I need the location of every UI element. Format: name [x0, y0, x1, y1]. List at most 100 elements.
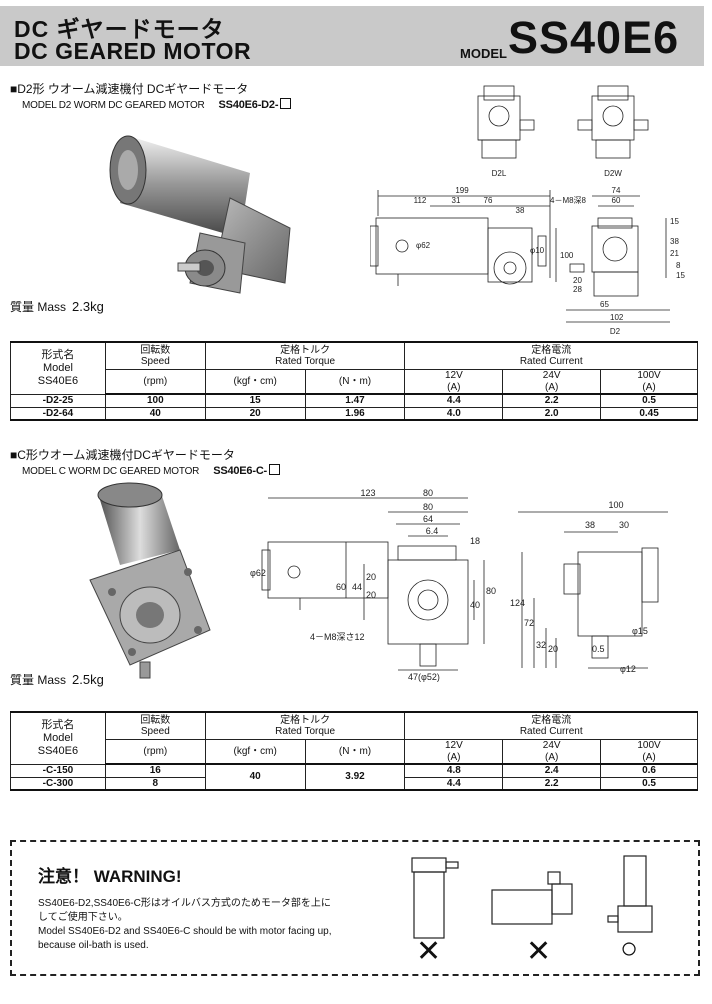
dim-123: 123: [360, 488, 375, 498]
dim-6-4: 6.4: [426, 526, 439, 536]
d2-motor-photo: [109, 135, 291, 294]
section1-mass: 質量 Mass 2.3kg: [10, 298, 104, 315]
dim-20b: 20: [366, 590, 376, 600]
dim-64: 64: [423, 514, 433, 524]
t2-unit-nm: (N・m): [304, 739, 406, 765]
d2-front-view: [566, 195, 670, 323]
t1-unit-24v: 24V(A): [502, 369, 602, 395]
dim-20a: 20: [366, 572, 376, 582]
t1-unit-12v: 12V(A): [404, 369, 504, 395]
dim-38: 38: [516, 206, 525, 215]
dim-15b: 15: [676, 271, 685, 280]
section2-subtitle-text: MODEL C WORM DC GEARED MOTOR: [22, 466, 200, 477]
placeholder-box-icon: [269, 464, 281, 475]
warning-jp-line1: SS40E6-D2,SS40E6-C形はオイルバス方式のためモータ部を上に: [38, 898, 331, 909]
dim-80c: 80: [486, 586, 496, 596]
t1-unit-nm: (N・m): [304, 369, 406, 395]
label-d2l: D2L: [492, 169, 507, 178]
dim-phi15: φ15: [632, 626, 648, 636]
section1-subtitle-text: MODEL D2 WORM DC GEARED MOTOR: [22, 100, 205, 111]
dim-124: 124: [510, 598, 525, 608]
warning-title: 注意！ WARNING!: [38, 867, 182, 886]
section1-model-code: SS40E6-D2-: [218, 99, 279, 111]
section2-model-code: SS40E6-C-: [213, 465, 268, 477]
c-side-view: [261, 497, 485, 671]
mass-value: 2.3kg: [72, 299, 104, 314]
dim-20c: 20: [548, 644, 558, 654]
dim-0-5: 0.5: [592, 644, 605, 654]
title-english: DC GEARED MOTOR: [14, 38, 252, 64]
warning-jp-line2: してご使用下さい。: [38, 912, 128, 923]
mass-label: 質量 Mass: [10, 300, 67, 314]
dim-18: 18: [470, 536, 480, 546]
t2-nm-shared: 3.92: [304, 763, 406, 791]
section1-title: ■D2形 ウオーム減速機付 DCギヤードモータ: [10, 82, 249, 96]
d2l-view: [477, 85, 535, 159]
t1-unit-100v: 100V(A): [600, 369, 698, 395]
c-dimension-drawing: 123 80 80 64 6.4 18 φ62 60 44 20 20 40 8…: [250, 488, 668, 682]
dim-80a: 80: [423, 488, 433, 498]
dim-47-phi52: 47(φ52): [408, 672, 440, 682]
dim-m8: 4－M8深8: [550, 196, 587, 205]
dim-112: 112: [414, 196, 427, 205]
motor-upright-icon: [607, 855, 653, 933]
label-d2w: D2W: [604, 169, 622, 178]
dim-44: 44: [352, 582, 362, 592]
dim-40: 40: [470, 600, 480, 610]
dim-30: 30: [619, 520, 629, 530]
cross-mark-icon: ✕: [526, 935, 552, 968]
dim-15: 15: [670, 217, 679, 226]
orientation-diagrams: [411, 855, 653, 939]
dim-phi62: φ62: [416, 241, 431, 250]
circle-ok-icon: ○: [620, 932, 639, 965]
dim-100: 100: [608, 500, 623, 510]
t1-unit-kgf: (kgf・cm): [204, 369, 306, 395]
section1-subtitle: MODEL D2 WORM DC GEARED MOTOR SS40E6-D2-: [22, 98, 292, 111]
dim-102: 102: [610, 313, 624, 322]
d2-side-view: [370, 190, 557, 286]
cross-mark-icon: ✕: [416, 935, 442, 968]
dim-60: 60: [612, 196, 621, 205]
dim-199: 199: [455, 186, 469, 195]
warning-en-line2: because oil-bath is used.: [38, 940, 149, 951]
c-motor-photo: [89, 482, 211, 679]
dim-72: 72: [524, 618, 534, 628]
label-d2: D2: [610, 327, 621, 336]
dim-28: 28: [573, 285, 582, 294]
dim-phi10: φ10: [530, 246, 545, 255]
d2-dimension-drawing: D2L D2W D2 199 112 31 76 38 74 60 4－M8深8…: [370, 85, 685, 336]
dim-65: 65: [600, 300, 609, 309]
t2-kgf-shared: 40: [204, 763, 306, 791]
c-front-view: [518, 511, 668, 669]
mass-value: 2.5kg: [72, 672, 104, 687]
dim-21: 21: [670, 249, 679, 258]
dim-38: 38: [585, 520, 595, 530]
t2-unit-rpm: (rpm): [104, 739, 206, 765]
dim-60: 60: [336, 582, 346, 592]
t2-unit-12v: 12V(A): [404, 739, 504, 765]
dim-8: 8: [676, 261, 681, 270]
dim-m8-12: 4－M8深さ12: [310, 632, 365, 642]
d2w-view: [577, 85, 649, 159]
placeholder-box-icon: [280, 98, 292, 109]
motor-sideways-icon: [411, 857, 459, 939]
dim-32: 32: [536, 640, 546, 650]
title-japanese: DC ギヤードモータ: [14, 16, 225, 42]
dim-38b: 38: [670, 237, 679, 246]
dim-100: 100: [560, 251, 574, 260]
dim-74: 74: [612, 186, 621, 195]
motor-horizontal-icon: [491, 871, 573, 925]
